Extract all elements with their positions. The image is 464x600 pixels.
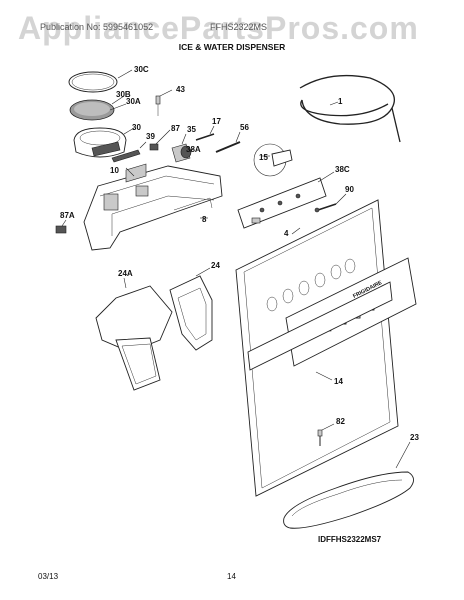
part-14-bezel: [247, 281, 393, 371]
callout-24: 24: [211, 261, 220, 270]
part-43-screw: [155, 95, 161, 116]
callout-14: 14: [334, 377, 343, 386]
callout-leaders: [61, 69, 411, 469]
callout-39: 39: [146, 132, 155, 141]
footer-page-number: 14: [227, 572, 236, 581]
publication-line: Publication No: 5995461052 FFHS2322MS: [40, 22, 267, 32]
part-39-spring: [111, 149, 141, 163]
part-8-dispenser-housing: [83, 165, 223, 251]
part-90-screw: [314, 203, 337, 213]
callout-30b: 30B: [116, 90, 131, 99]
callout-38a: 38A: [186, 145, 201, 154]
part-38c-switch-board: [237, 177, 327, 229]
watermark-logo: AppliancePartsPros.com: [18, 10, 419, 46]
callout-56: 56: [240, 123, 249, 132]
diagram-id: IDFFHS2322MS7: [318, 535, 382, 544]
callout-35: 35: [187, 125, 196, 134]
part-24-water-paddle: [169, 275, 213, 351]
callout-23: 23: [410, 433, 419, 442]
callout-10: 10: [110, 166, 119, 175]
part-15-fitting: [253, 143, 293, 177]
callout-30a: 30A: [126, 97, 141, 106]
part-17-pin: [195, 133, 215, 141]
callout-38c: 38C: [335, 165, 350, 174]
callout-90: 90: [345, 185, 354, 194]
callout-87: 87: [171, 124, 180, 133]
part-35-actuator: [171, 143, 192, 163]
part-24a-ice-paddle: [95, 285, 173, 391]
part-56-rod: [215, 141, 241, 153]
part-87a-clip: [55, 225, 67, 234]
callout-82: 82: [336, 417, 345, 426]
part-30-housing: [73, 127, 127, 158]
callout-30: 30: [132, 123, 141, 132]
part-1-water-tube: [299, 74, 401, 143]
callout-8: 8: [202, 215, 207, 224]
frame-button-posts: [266, 258, 356, 312]
part-23-drip-tray: [283, 471, 414, 529]
callout-24a: 24A: [118, 269, 133, 278]
callout-4: 4: [284, 229, 289, 238]
part-87-clip: [149, 143, 159, 151]
part-30c-ring: [68, 71, 118, 93]
footer-date: 03/13: [38, 572, 59, 581]
callout-87a: 87A: [60, 211, 75, 220]
callout-1: 1: [338, 97, 343, 106]
publication-number: Publication No: 5995461052: [40, 22, 154, 32]
part-82-screw: [317, 429, 323, 446]
model-number: FFHS2322MS: [210, 22, 268, 32]
callout-43: 43: [176, 85, 185, 94]
section-title: ICE & WATER DISPENSER: [178, 42, 286, 52]
part-10-bracket: [125, 163, 147, 183]
callout-15: 15: [259, 153, 268, 162]
part-30a-filter-disk: [69, 99, 115, 121]
callout-17: 17: [212, 117, 221, 126]
callout-30c: 30C: [134, 65, 149, 74]
